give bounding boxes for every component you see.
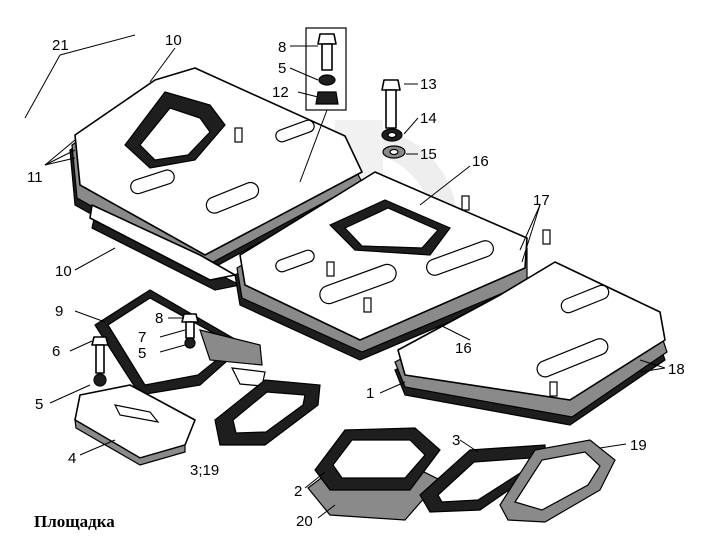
callout-15: 15 xyxy=(420,146,437,163)
diagram-title: Площадка xyxy=(34,512,115,531)
callout-10-bottom: 10 xyxy=(55,263,72,280)
bolt-8-top-inset xyxy=(305,27,347,111)
support-frame xyxy=(94,289,266,396)
right-plate-stack xyxy=(394,229,668,426)
callout-16-bottom: 16 xyxy=(455,340,472,357)
callout-5-top: 5 xyxy=(278,60,286,77)
callout-10-top: 10 xyxy=(165,32,182,49)
callout-7: 7 xyxy=(138,329,146,346)
callout-1: 1 xyxy=(366,385,374,402)
callout-18: 18 xyxy=(668,361,685,378)
callout-5-left: 5 xyxy=(35,396,43,413)
callout-5-mid: 5 xyxy=(138,345,146,362)
leader-lines xyxy=(24,34,666,519)
callout-4: 4 xyxy=(68,450,76,467)
bolt-8-mid xyxy=(181,313,199,349)
left-plate-stack xyxy=(69,67,363,291)
callout-6: 6 xyxy=(52,343,60,360)
bolt-13 xyxy=(381,79,406,159)
callout-8-top: 8 xyxy=(278,39,286,56)
callout-16-top: 16 xyxy=(472,153,489,170)
gasket-3-19 xyxy=(214,379,321,446)
callout-19: 19 xyxy=(630,437,647,454)
gasket-3-right xyxy=(419,444,546,513)
callout-12: 12 xyxy=(272,84,289,101)
callout-21: 21 xyxy=(52,37,69,54)
callout-labels: 21 10 11 10 8 5 12 13 14 15 16 17 16 18 … xyxy=(27,32,685,530)
callout-14: 14 xyxy=(420,110,437,127)
callout-2: 2 xyxy=(294,483,302,500)
bolt-6 xyxy=(91,336,109,387)
callout-11: 11 xyxy=(27,169,43,186)
callout-20: 20 xyxy=(296,513,313,530)
center-plate-stack xyxy=(234,171,528,361)
callout-3-19: 3;19 xyxy=(190,462,219,479)
callout-3: 3 xyxy=(452,432,460,449)
callout-17: 17 xyxy=(533,192,550,209)
base-plate xyxy=(74,384,196,466)
gasket-19-right xyxy=(499,439,616,523)
callout-13: 13 xyxy=(420,76,437,93)
callout-9: 9 xyxy=(55,303,63,320)
callout-8-mid: 8 xyxy=(155,310,163,327)
gasket-2-20 xyxy=(307,427,441,521)
